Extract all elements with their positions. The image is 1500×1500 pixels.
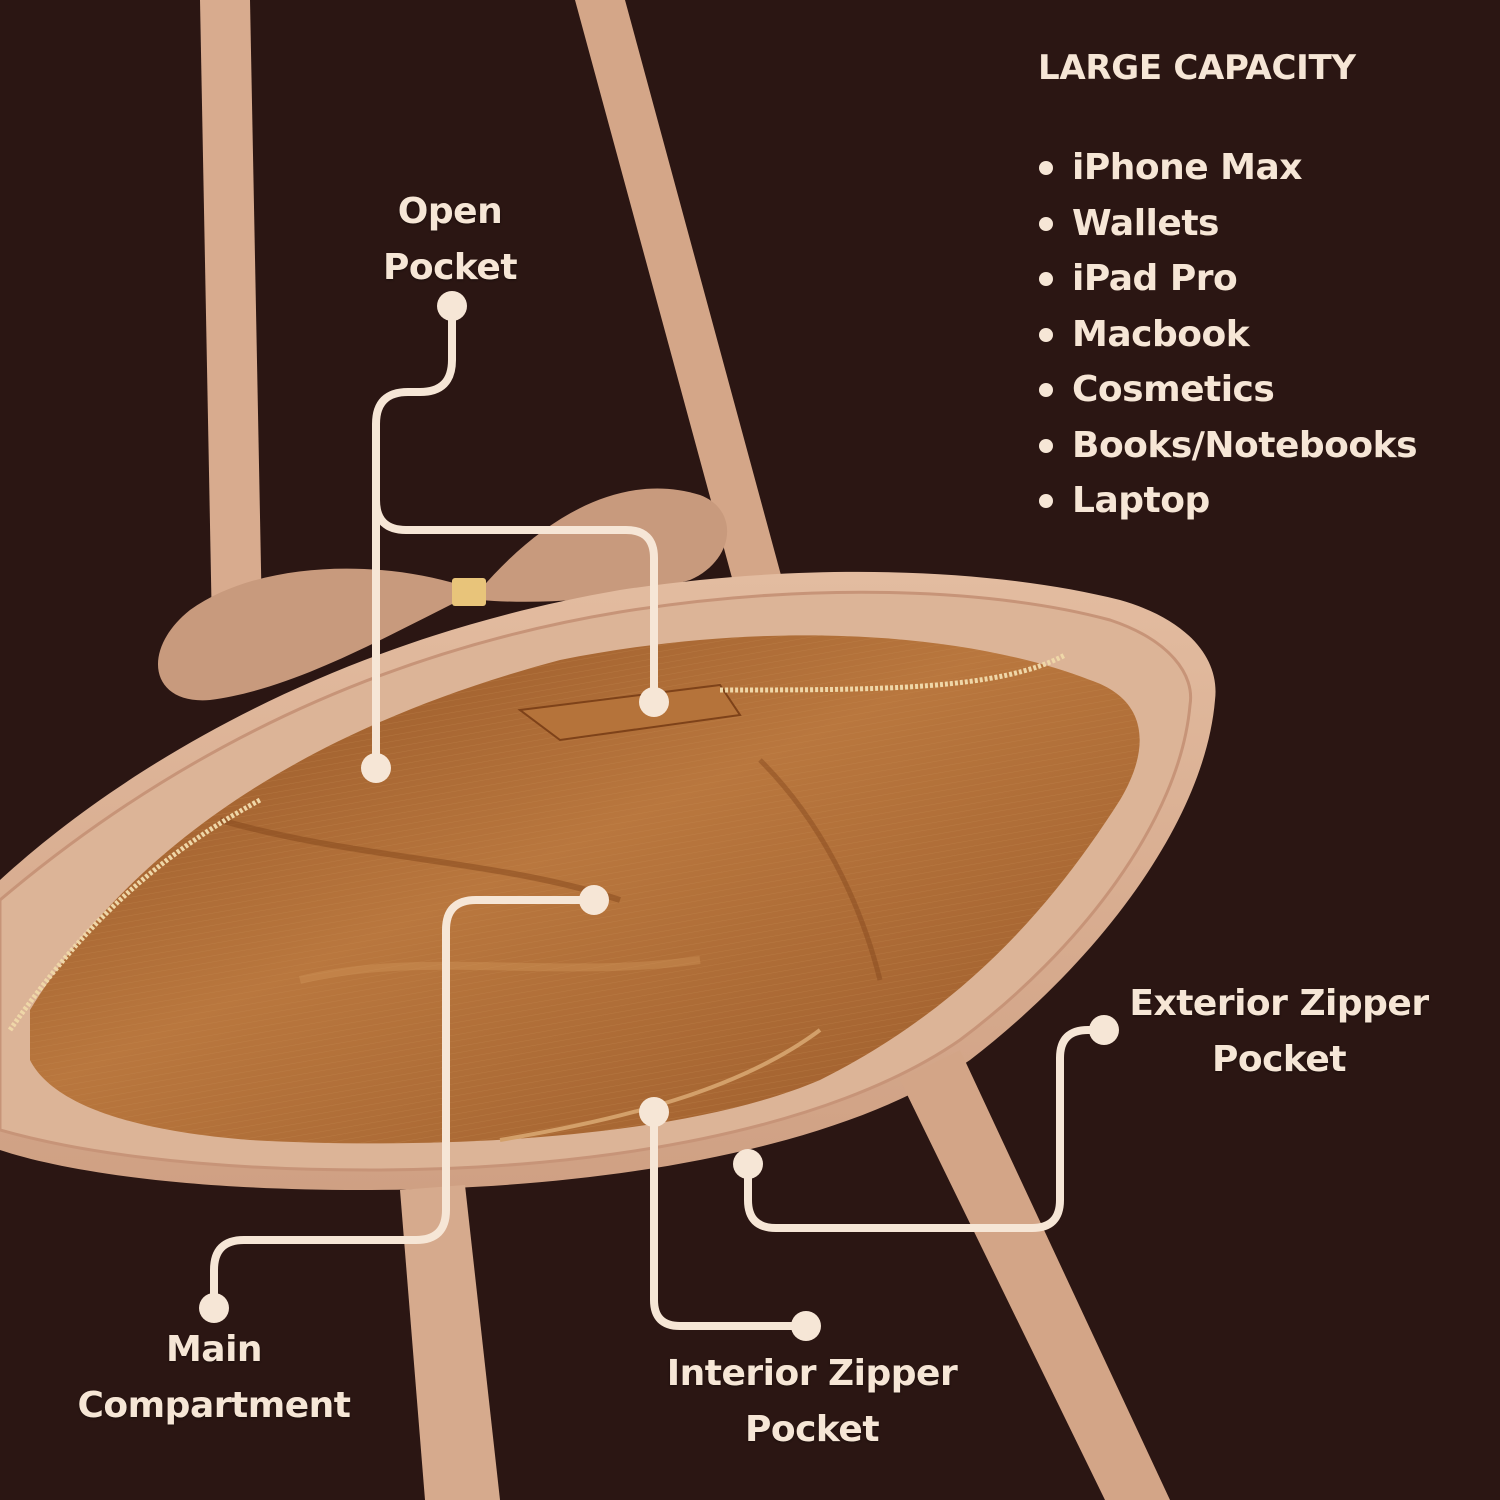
- capacity-item-label: iPhone Max: [1072, 147, 1303, 188]
- capacity-item-label: Books/Notebooks: [1072, 424, 1418, 466]
- capacity-title: LARGE CAPACITY: [1038, 48, 1356, 88]
- exterior-zipper-line: [744, 1026, 1108, 1232]
- open-pocket-line-branch: [372, 496, 658, 706]
- exterior-zipper-pocket-label: Exterior Zipper Pocket: [1104, 976, 1454, 1088]
- interior-zipper-dot-top: [639, 1097, 669, 1127]
- main-compartment-label: Main Compartment: [40, 1322, 388, 1434]
- back-handle-strap: [200, 0, 262, 630]
- capacity-panel: LARGE CAPACITY iPhone Max Wallets iPad P…: [1038, 48, 1418, 529]
- capacity-item: Books/Notebooks: [1038, 418, 1418, 474]
- open-pocket-label: Open Pocket: [350, 184, 550, 296]
- bullet-icon: [1039, 272, 1053, 286]
- capacity-list: iPhone Max Wallets iPad Pro Macbook Cosm…: [1038, 140, 1418, 529]
- bullet-icon: [1039, 216, 1053, 231]
- bow-left-loop: [157, 568, 461, 701]
- capacity-item: Macbook: [1038, 307, 1417, 363]
- main-compartment-dot-top: [579, 885, 609, 915]
- interior-zipper-dot-bottom: [791, 1311, 821, 1341]
- exterior-zipper-pocket-label-line2: Pocket: [1211, 1039, 1347, 1080]
- main-compartment-label-line1: Main: [165, 1329, 263, 1370]
- capacity-item-label: iPad Pro: [1072, 258, 1238, 299]
- side-zipper: [7, 797, 262, 1032]
- main-compartment-line: [210, 896, 598, 1312]
- open-pocket-dot-right: [639, 687, 669, 717]
- capacity-item-label: Macbook: [1072, 313, 1250, 355]
- main-compartment-label-line2: Compartment: [77, 1385, 351, 1426]
- capacity-item: Cosmetics: [1038, 362, 1417, 418]
- front-handle-strap-left: [400, 1185, 500, 1500]
- open-pocket-line: [372, 302, 456, 772]
- top-zipper: [719, 652, 1067, 693]
- bow-buckle: [452, 578, 486, 606]
- interior-zipper-pocket-label-line2: Pocket: [744, 1409, 880, 1450]
- open-pocket-label-line2: Pocket: [382, 247, 518, 288]
- front-handle-strap-right: [900, 1050, 1170, 1500]
- exterior-zipper-dot-left: [733, 1149, 763, 1179]
- capacity-item: iPhone Max: [1038, 140, 1417, 196]
- capacity-item: iPad Pro: [1038, 251, 1417, 307]
- capacity-item-label: Laptop: [1072, 480, 1210, 521]
- exterior-zipper-pocket-label-line1: Exterior Zipper: [1129, 983, 1429, 1024]
- bow-right-loop: [480, 488, 728, 602]
- open-pocket-dot-left: [361, 753, 391, 783]
- callout-lines: [210, 302, 1108, 1330]
- open-pocket-label-line1: Open: [397, 191, 503, 232]
- back-handle-strap-right: [575, 0, 785, 600]
- bullet-icon: [1039, 161, 1053, 175]
- interior-zipper-pocket-label: Interior Zipper Pocket: [640, 1346, 984, 1458]
- exterior-zipper-dot-right: [1089, 1015, 1119, 1045]
- main-compartment-dot-bottom: [199, 1293, 229, 1323]
- callout-dots: [199, 291, 1119, 1341]
- bullet-icon: [1039, 438, 1053, 453]
- capacity-item-label: Wallets: [1072, 202, 1219, 244]
- interior-zipper-pocket-label-line1: Interior Zipper: [666, 1353, 958, 1394]
- interior-zipper: [499, 1028, 822, 1142]
- capacity-item: Laptop: [1038, 473, 1417, 529]
- interior-zipper-line: [650, 1108, 810, 1330]
- capacity-item-label: Cosmetics: [1072, 369, 1275, 410]
- bullet-icon: [1039, 327, 1053, 342]
- bullet-icon: [1039, 494, 1053, 508]
- open-pocket-dot-top: [437, 291, 467, 321]
- bullet-icon: [1039, 383, 1053, 397]
- capacity-item: Wallets: [1038, 196, 1417, 252]
